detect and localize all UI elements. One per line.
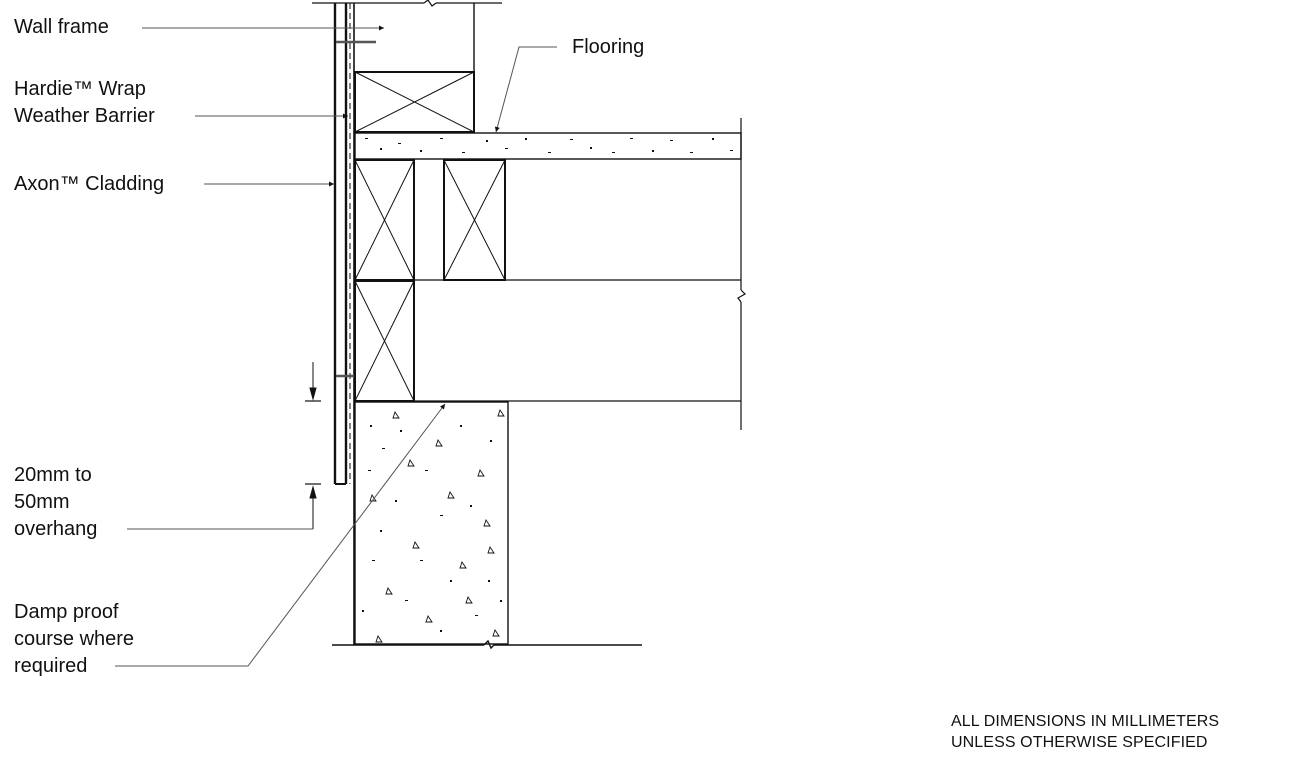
- wall-frame: [312, 0, 502, 72]
- cladding-board: [333, 3, 348, 485]
- label-dpc-line2: course where: [14, 628, 135, 650]
- dimension-note-line2: UNLESS OTHERWISE SPECIFIED: [951, 734, 1208, 751]
- label-overhang-line1: 20mm to: [14, 464, 92, 486]
- label-wall-frame: Wall frame: [14, 16, 109, 38]
- label-cladding: Axon™ Cladding: [14, 173, 165, 195]
- concrete-foundation: [354, 401, 509, 645]
- overhang-dimension: [305, 362, 321, 529]
- leader-lines: [115, 25, 557, 667]
- dimension-note-line1: ALL DIMENSIONS IN MILLIMETERS: [951, 713, 1220, 730]
- floor-joists: [354, 159, 506, 402]
- label-overhang-line3: overhang: [14, 518, 98, 540]
- bottom-plate: [354, 71, 475, 133]
- label-weather-barrier-line1: Hardie™ Wrap: [14, 78, 146, 100]
- label-flooring: Flooring: [572, 36, 645, 58]
- label-weather-barrier-line2: Weather Barrier: [14, 105, 155, 127]
- flooring-sheet: [354, 132, 742, 160]
- label-dpc-line1: Damp proof: [14, 601, 119, 623]
- ground-line: [332, 639, 642, 650]
- label-overhang-line2: 50mm: [14, 491, 70, 513]
- label-dpc-line3: required: [14, 655, 88, 677]
